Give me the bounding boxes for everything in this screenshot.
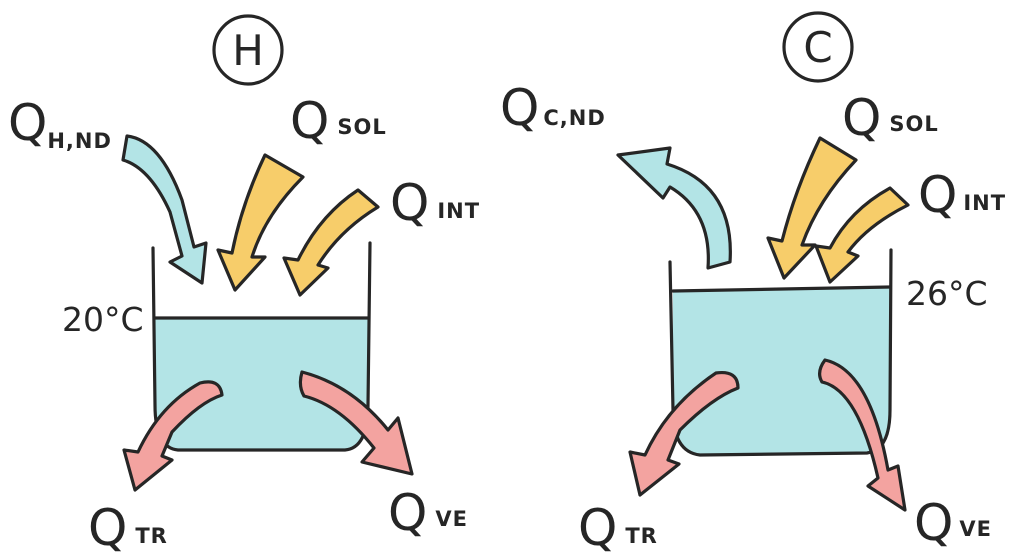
heating-ventilation-arrow	[298, 370, 414, 476]
heating-solar-arrow	[216, 153, 305, 292]
heating-water	[155, 318, 368, 450]
cooling-internal-arrow	[814, 186, 910, 284]
heating-temperature: 20°C	[62, 300, 144, 339]
heating-mode-label: H	[232, 26, 264, 75]
cooling-transmission-arrow	[628, 370, 740, 497]
heating-transmission-arrow	[122, 380, 224, 492]
cooling-demand-arrow	[616, 146, 732, 270]
cooling-mode-label: C	[803, 23, 832, 72]
heating-demand-arrow	[121, 134, 208, 285]
cooling-temperature: 26°C	[906, 274, 988, 313]
heating-demand-label: QH,ND	[8, 94, 112, 153]
cooling-mode-circle	[782, 11, 854, 83]
cooling-ventilation-arrow	[818, 358, 907, 512]
heating-mode-circle	[212, 14, 284, 86]
cooling-water	[673, 287, 890, 455]
heating-internal-arrow	[282, 188, 380, 297]
cooling-solar-arrow	[766, 136, 858, 280]
cooling-water-surface	[671, 285, 892, 293]
